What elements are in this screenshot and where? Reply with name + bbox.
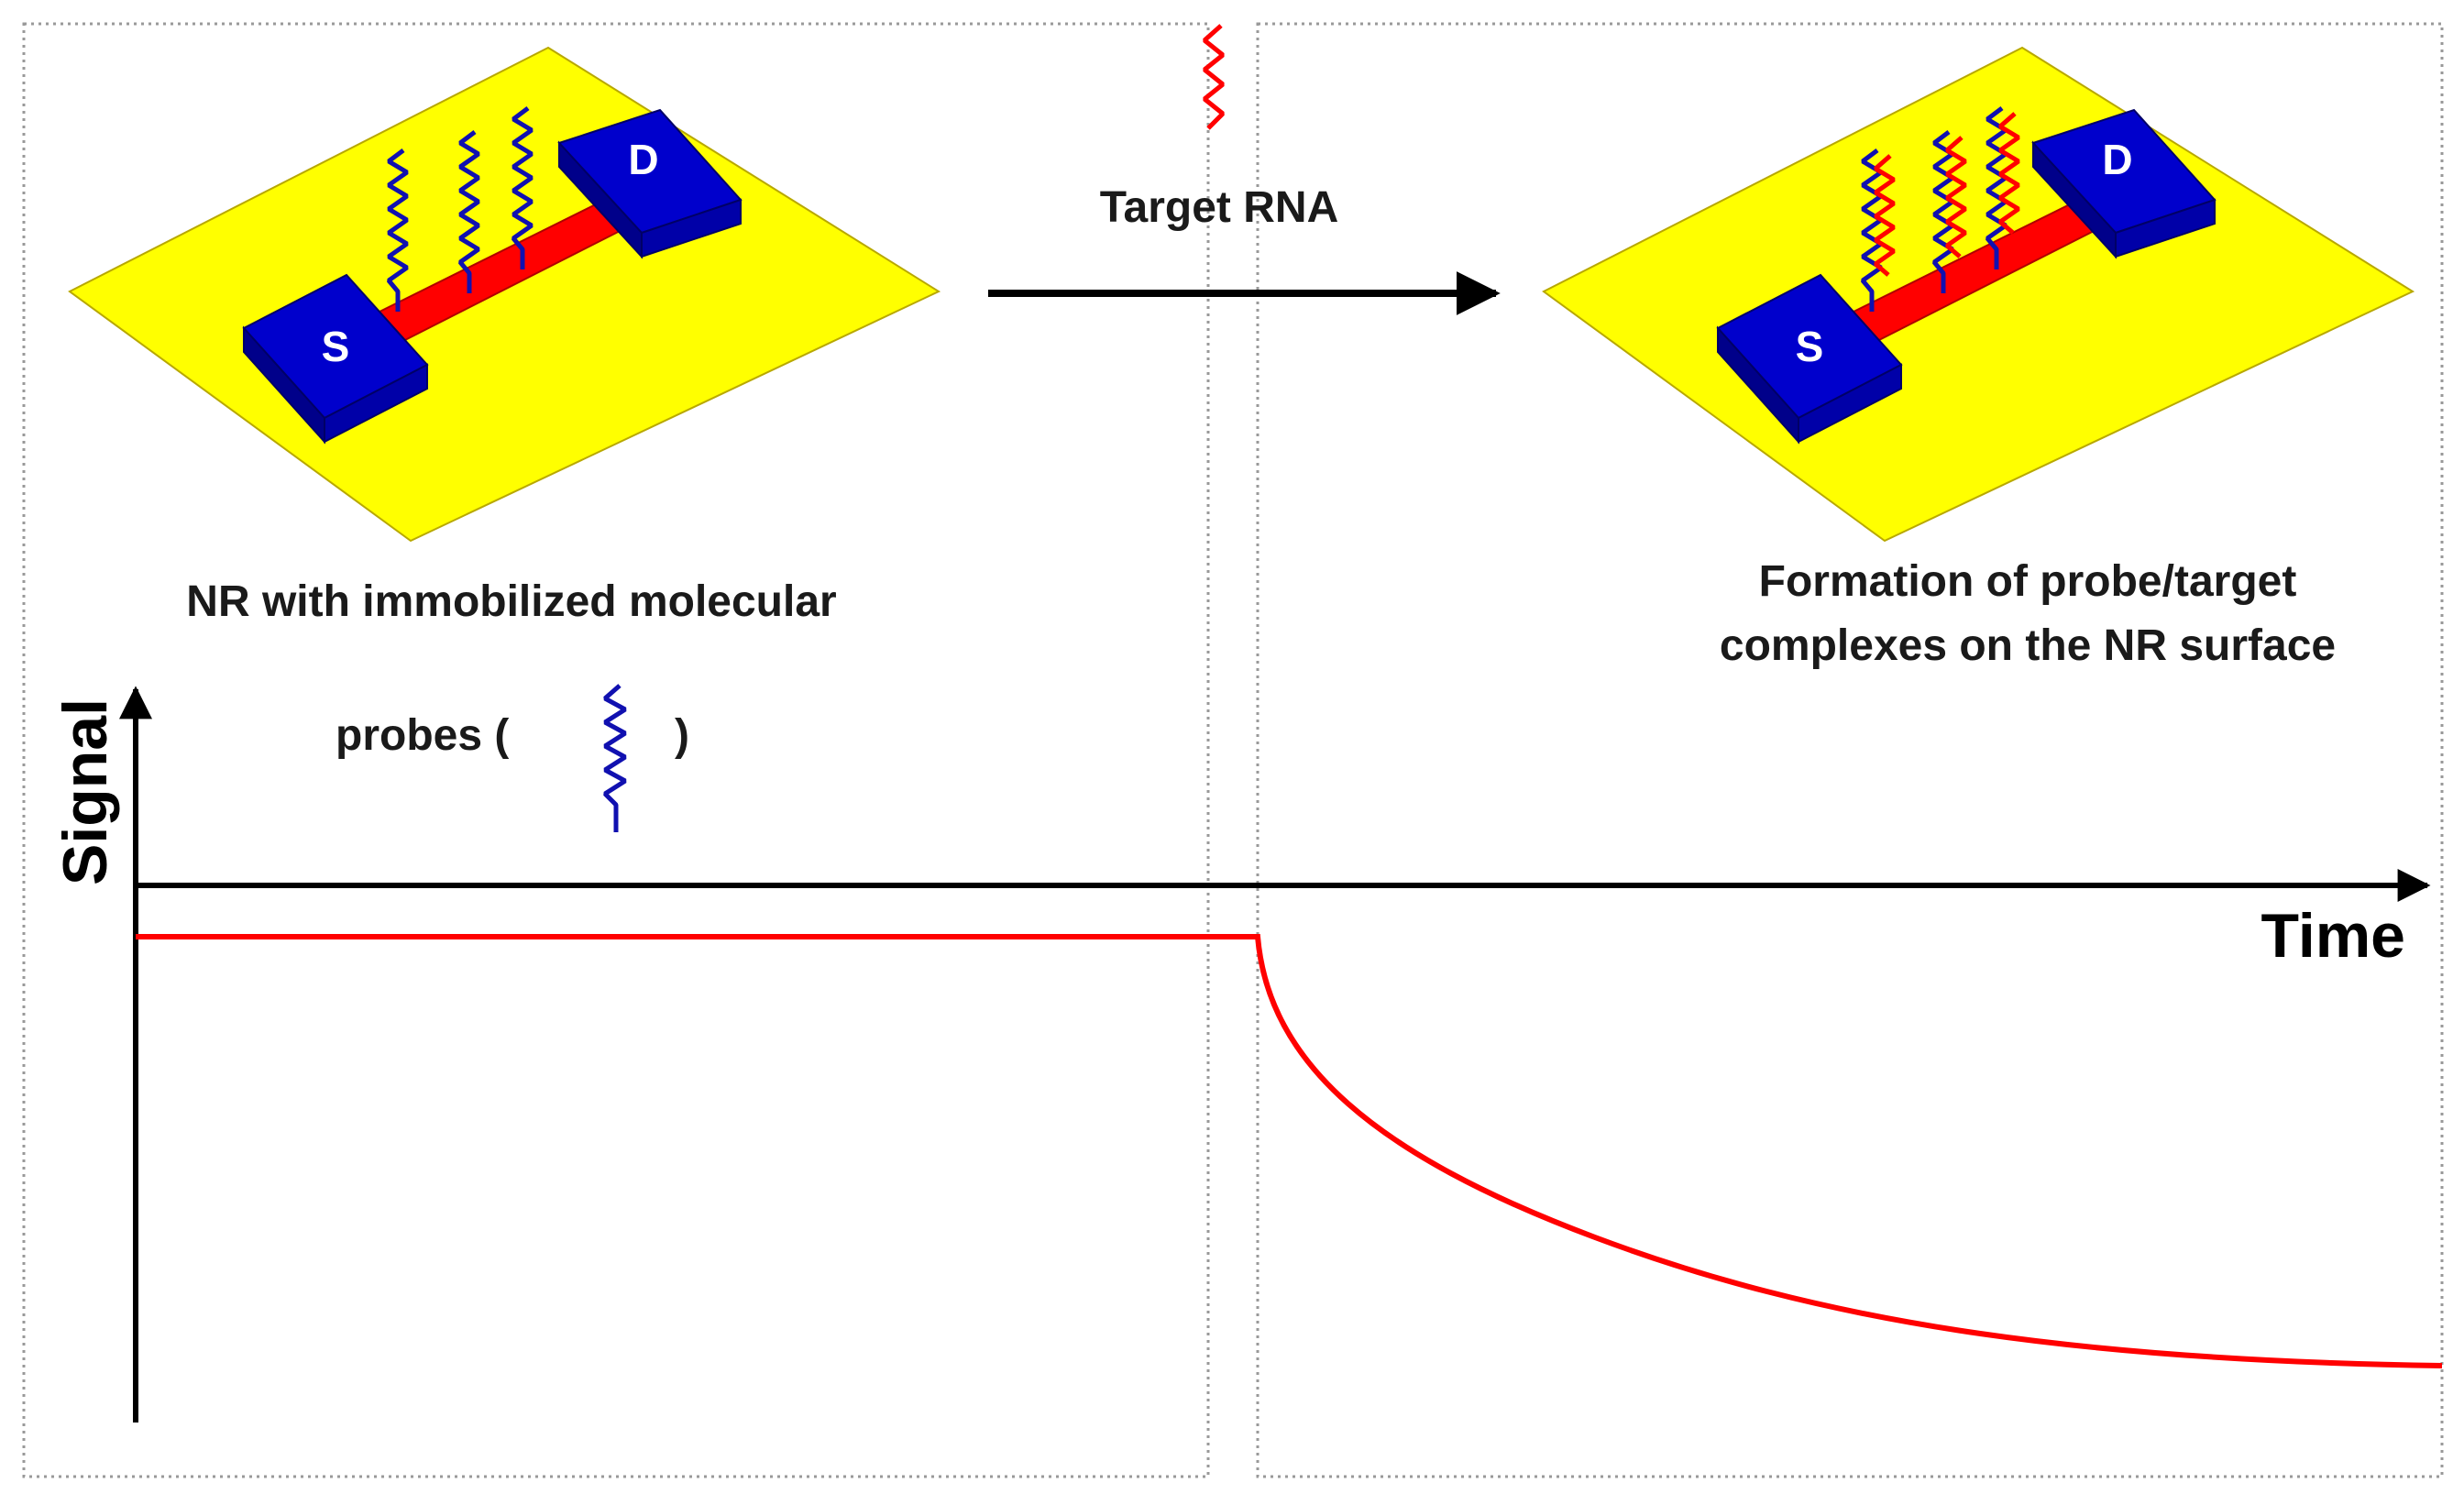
signal-curve — [136, 934, 2443, 1368]
probe-1 — [387, 148, 409, 312]
complex-3 — [1986, 106, 2020, 269]
caption-before-line2: probes ( — [336, 711, 509, 760]
y-axis-label: Signal — [50, 698, 120, 885]
signal-plot: Signal Time — [50, 686, 2443, 1423]
caption-before-line1: NR with immobilized molecular — [186, 577, 836, 626]
source-label-after: S — [1796, 323, 1824, 370]
complex-1 — [1861, 148, 1896, 312]
source-electrode-after: S — [1716, 273, 1903, 445]
substrate-before — [68, 46, 941, 543]
caption-after-line2: complexes on the NR surface — [1720, 621, 2336, 670]
target-rna-label: Target RNA — [1100, 183, 1338, 232]
probe-3 — [512, 106, 534, 269]
drain-label-after: D — [2102, 136, 2132, 183]
left-panel-frame — [22, 22, 1210, 1478]
x-axis-label: Time — [2261, 901, 2405, 971]
target-rna-icon — [1203, 24, 1225, 130]
device-after: S D — [1542, 46, 2415, 543]
complex-2 — [1932, 130, 1967, 293]
drain-electrode-before: D — [557, 108, 742, 259]
substrate-after — [1542, 46, 2415, 543]
drain-electrode-after: D — [2031, 108, 2216, 259]
device-before: S D — [68, 46, 941, 543]
complexes-after — [1861, 106, 2020, 312]
probes-before — [387, 106, 534, 312]
source-electrode-before: S — [242, 273, 429, 445]
caption-after-line1: Formation of probe/target — [1759, 557, 2297, 606]
caption-before-close: ) — [675, 711, 689, 760]
drain-label: D — [628, 136, 658, 183]
right-panel-frame — [1256, 22, 2444, 1478]
probe-2 — [458, 130, 480, 293]
probe-legend-icon — [603, 684, 627, 832]
source-label: S — [322, 323, 350, 370]
